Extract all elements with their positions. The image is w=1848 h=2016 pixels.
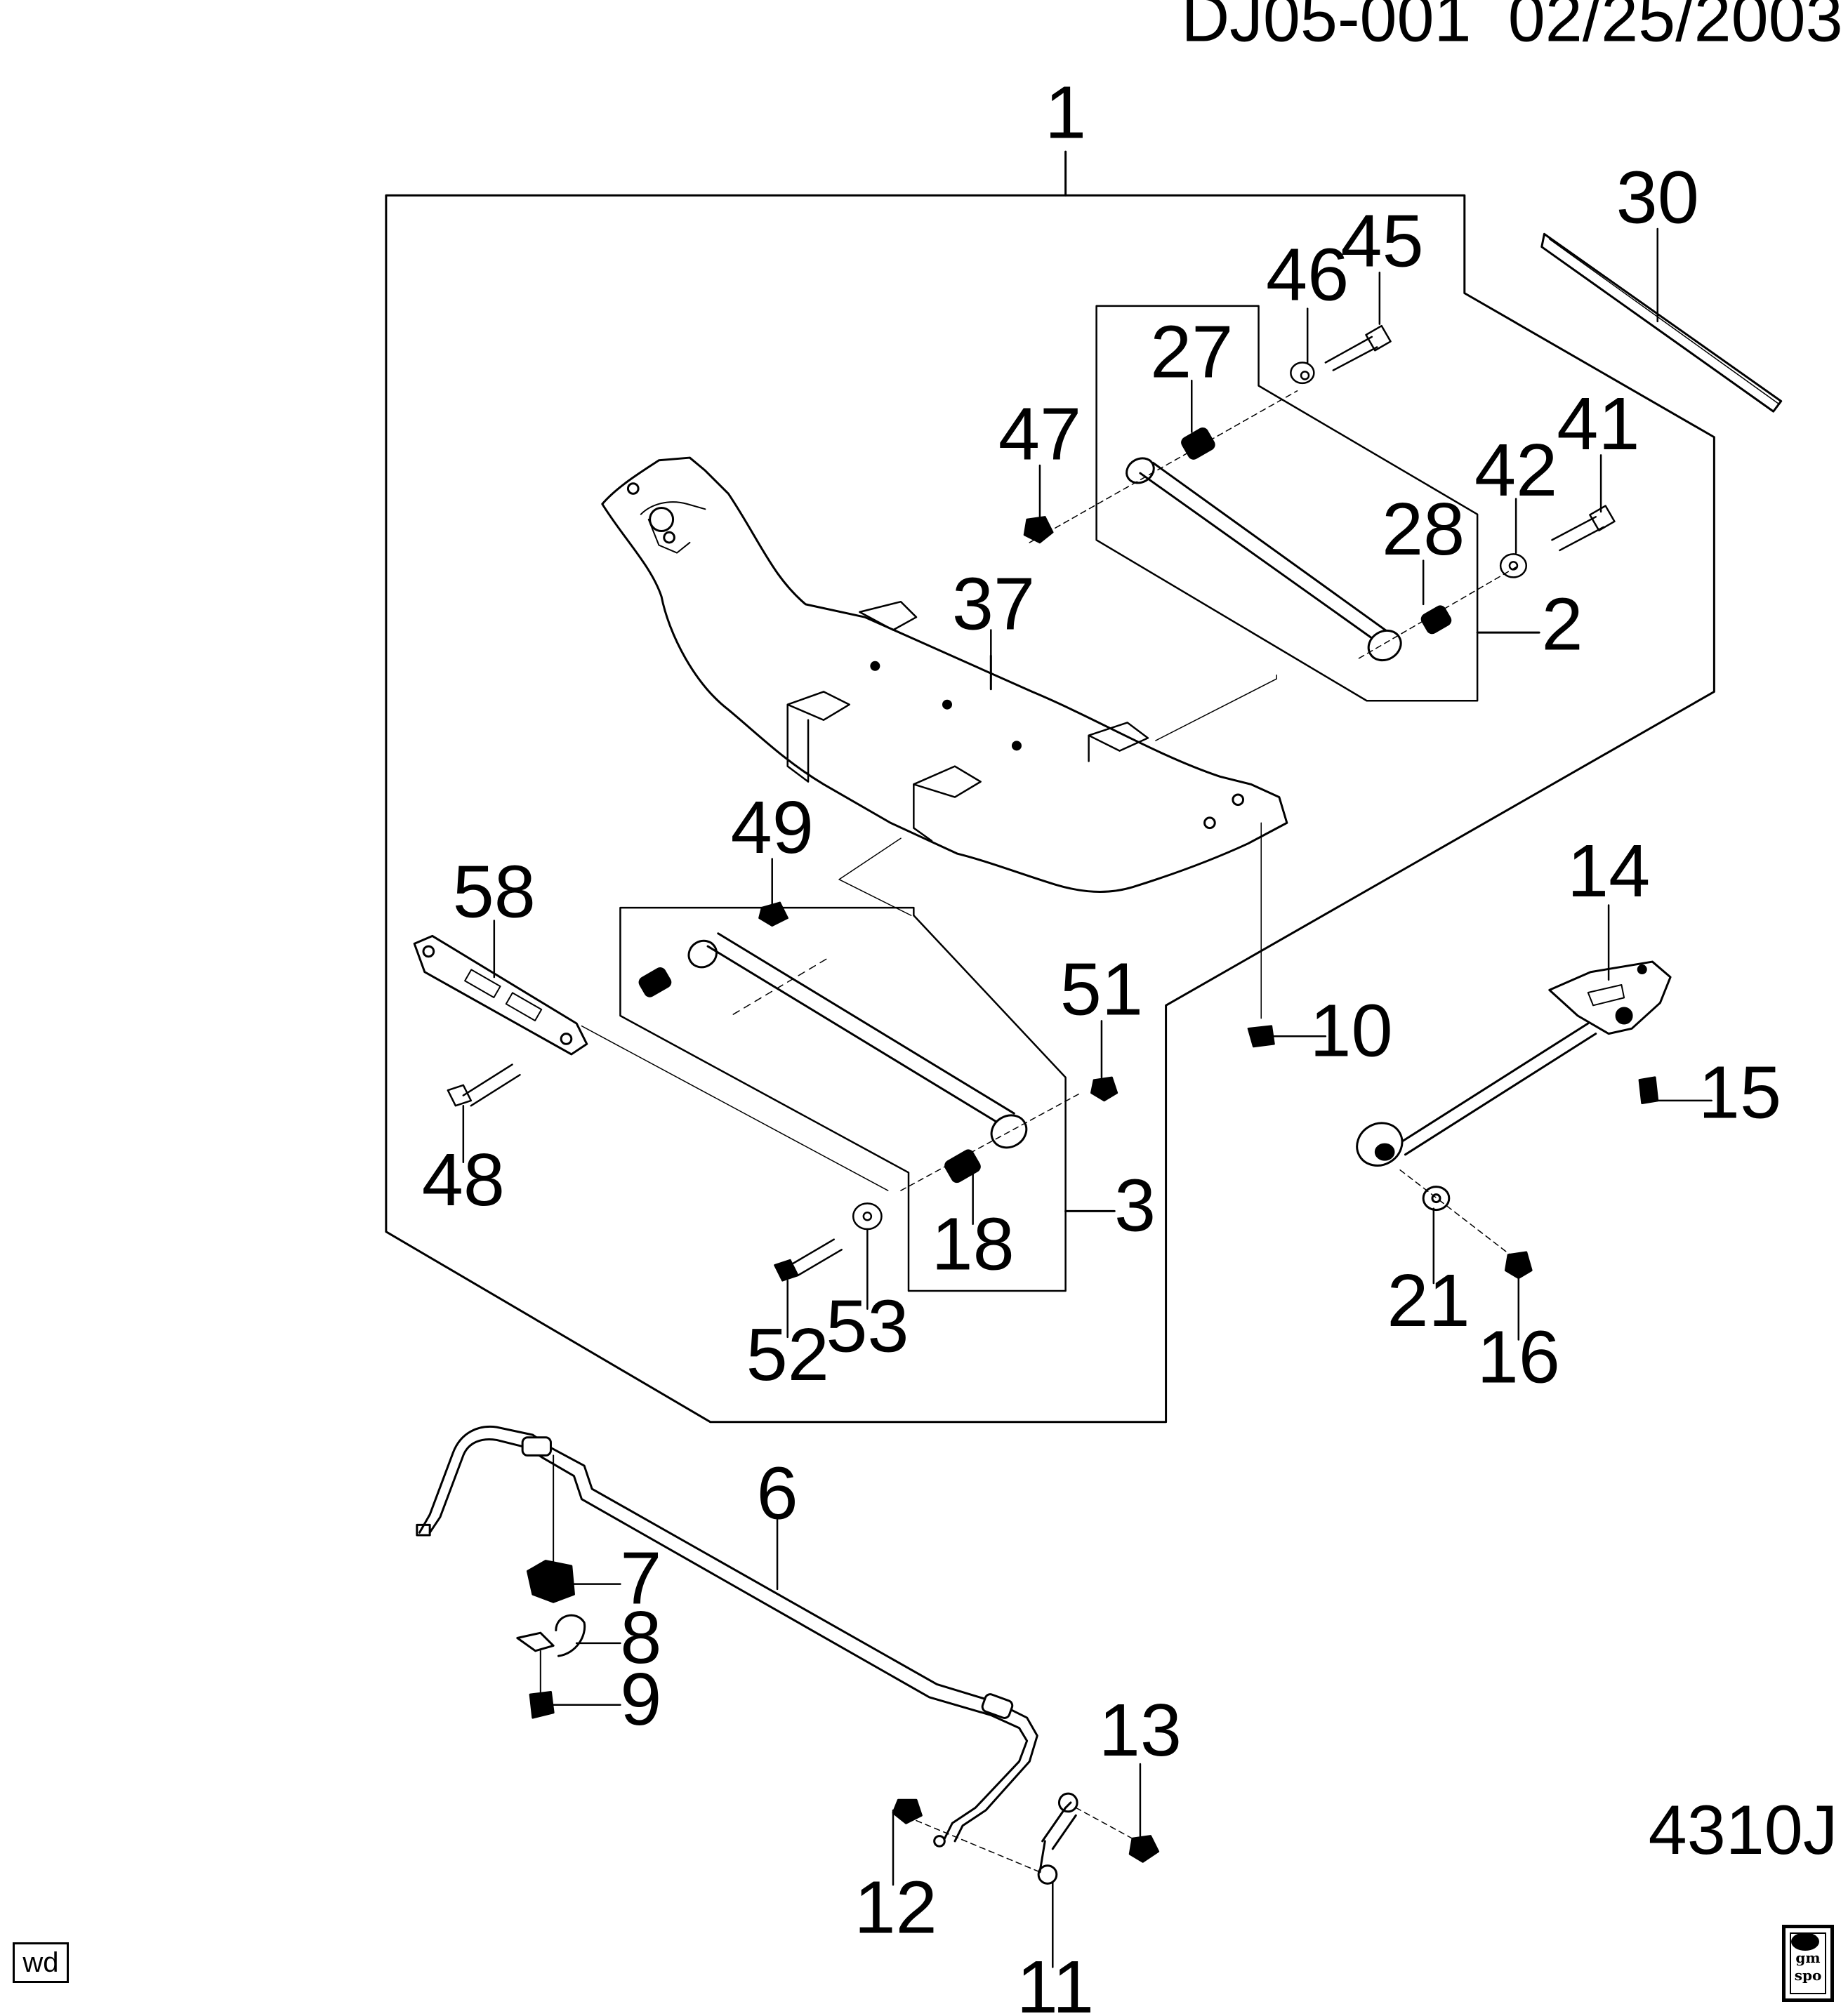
callout-46: 46 <box>1266 232 1349 316</box>
callout-41: 41 <box>1557 382 1639 465</box>
callout-51: 51 <box>1060 948 1143 1031</box>
callout-15: 15 <box>1698 1050 1781 1134</box>
callout-13: 13 <box>1099 1688 1182 1772</box>
assembly-outline <box>386 195 1715 1421</box>
logo-oval-icon <box>1791 1932 1819 1951</box>
callout-45: 45 <box>1340 199 1423 283</box>
doc-id: DJ05-001 <box>1181 0 1471 56</box>
callout-21: 21 <box>1387 1259 1470 1342</box>
subassembly-3-box <box>620 908 1065 1291</box>
logo-text-2: spo <box>1794 1967 1822 1984</box>
callout-18: 18 <box>932 1202 1015 1285</box>
callout-labels: 1 2 3 6 7 8 9 10 11 12 13 14 15 16 18 21… <box>422 71 1781 2016</box>
callout-30: 30 <box>1616 155 1699 239</box>
callout-3: 3 <box>1114 1163 1156 1247</box>
leader-lines <box>463 229 1712 1967</box>
callout-28: 28 <box>1382 487 1465 571</box>
clamp-assembly <box>517 1455 585 1718</box>
doc-date: 02/25/2003 <box>1508 0 1843 56</box>
callout-49: 49 <box>731 785 814 869</box>
callout-47: 47 <box>998 392 1081 476</box>
figure-code: 4310J <box>1649 1791 1838 1869</box>
crossmember-37 <box>602 458 1287 891</box>
bracket-14 <box>1349 962 1670 1278</box>
callout-27: 27 <box>1150 310 1233 393</box>
logo-text-1: gm <box>1795 1949 1821 1966</box>
callout-52: 52 <box>746 1313 829 1396</box>
hardware <box>448 326 1615 1280</box>
callout-58: 58 <box>453 850 536 934</box>
plate-58 <box>414 936 587 1054</box>
callout-12: 12 <box>854 1866 937 1949</box>
callout-14: 14 <box>1567 829 1650 913</box>
link-arm-3 <box>581 934 1081 1191</box>
callout-9: 9 <box>620 1657 661 1741</box>
header-text: DJ05-001 02/25/2003 <box>1181 0 1842 56</box>
stabilizer-bar-6 <box>417 1426 1037 1846</box>
subassembly-2-box <box>1097 306 1478 701</box>
callout-7: 7 <box>620 1537 661 1620</box>
callout-16: 16 <box>1477 1315 1560 1399</box>
callout-48: 48 <box>422 1138 505 1221</box>
gm-spo-logo: gm spo <box>1782 1925 1834 2002</box>
callout-2: 2 <box>1542 583 1583 666</box>
callout-10: 10 <box>1309 988 1392 1072</box>
callout-8: 8 <box>620 1596 661 1679</box>
strip-30 <box>1542 234 1781 411</box>
callout-42: 42 <box>1474 428 1557 512</box>
callout-11: 11 <box>1017 1945 1094 2016</box>
wd-label: wd <box>13 1942 69 1983</box>
callout-53: 53 <box>826 1285 909 1368</box>
callout-37: 37 <box>952 562 1035 645</box>
alignment-lines <box>731 675 1276 1019</box>
callout-1: 1 <box>1045 71 1086 154</box>
callout-6: 6 <box>756 1452 798 1535</box>
end-link-11 <box>893 1793 1159 1883</box>
